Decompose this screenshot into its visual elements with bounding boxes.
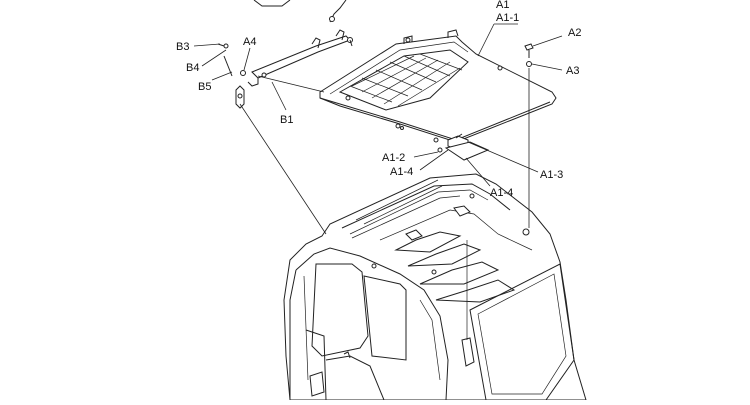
label-a2: A2: [568, 27, 581, 39]
leader-lines: [193, 23, 563, 235]
label-a1-1: A1-1: [496, 12, 519, 24]
top-partial-part: [253, 0, 347, 23]
roof-grid: [349, 53, 463, 107]
label-a1: A1: [496, 0, 509, 11]
label-a1-4-left: A1-4: [390, 166, 413, 178]
label-b5: B5: [198, 81, 211, 93]
cab-body: [283, 173, 587, 401]
label-a3: A3: [566, 65, 579, 77]
bolt-a2-a3: [524, 43, 534, 67]
label-a1-3: A1-3: [540, 169, 563, 181]
mount-hardware-b: [217, 43, 246, 109]
label-a4: A4: [243, 36, 256, 48]
roof-panel-a1: [319, 29, 557, 161]
callout-labels: A1 A1-1 A2 A3 A4 B3 B4 B5 B1 A1-2 A1-4 A…: [176, 0, 581, 199]
label-a1-2: A1-2: [382, 152, 405, 164]
label-a1-4-bottom: A1-4: [490, 187, 513, 199]
label-b3: B3: [176, 41, 189, 53]
label-b4: B4: [186, 62, 199, 74]
label-b1: B1: [280, 114, 293, 126]
bracket-b1: [247, 29, 353, 87]
